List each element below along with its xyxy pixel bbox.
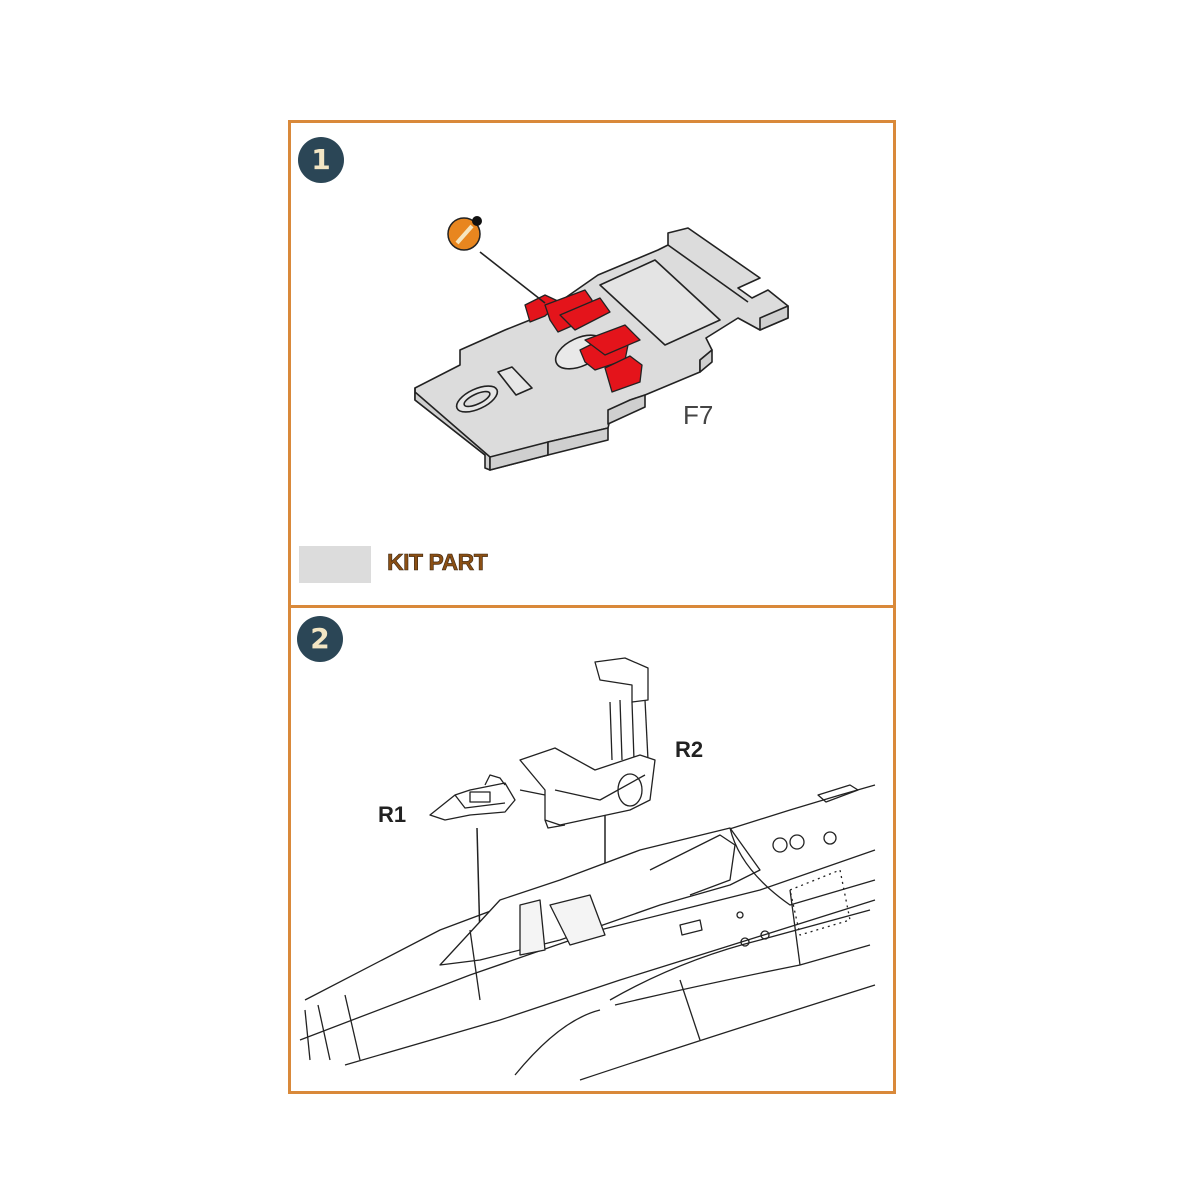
part-r2-ejection-seat [519,657,656,829]
step-2-badge: 2 [297,616,343,662]
part-label-r1: R1 [378,802,407,827]
part-r1-console [429,774,516,821]
step-divider [291,605,893,608]
aircraft-fuselage [299,784,876,1081]
part-label-r2: R2 [675,737,704,762]
part-label-f7: F7 [683,400,714,430]
instruction-sheet-frame [288,120,896,1094]
glue-leader-line [479,251,546,304]
step-1-badge: 1 [298,137,344,183]
resin-brackets [524,289,643,393]
glue-bottle-icon [447,216,482,251]
legend-kit-part-label: KIT PART [387,549,488,576]
legend-kit-part-swatch [299,546,371,583]
